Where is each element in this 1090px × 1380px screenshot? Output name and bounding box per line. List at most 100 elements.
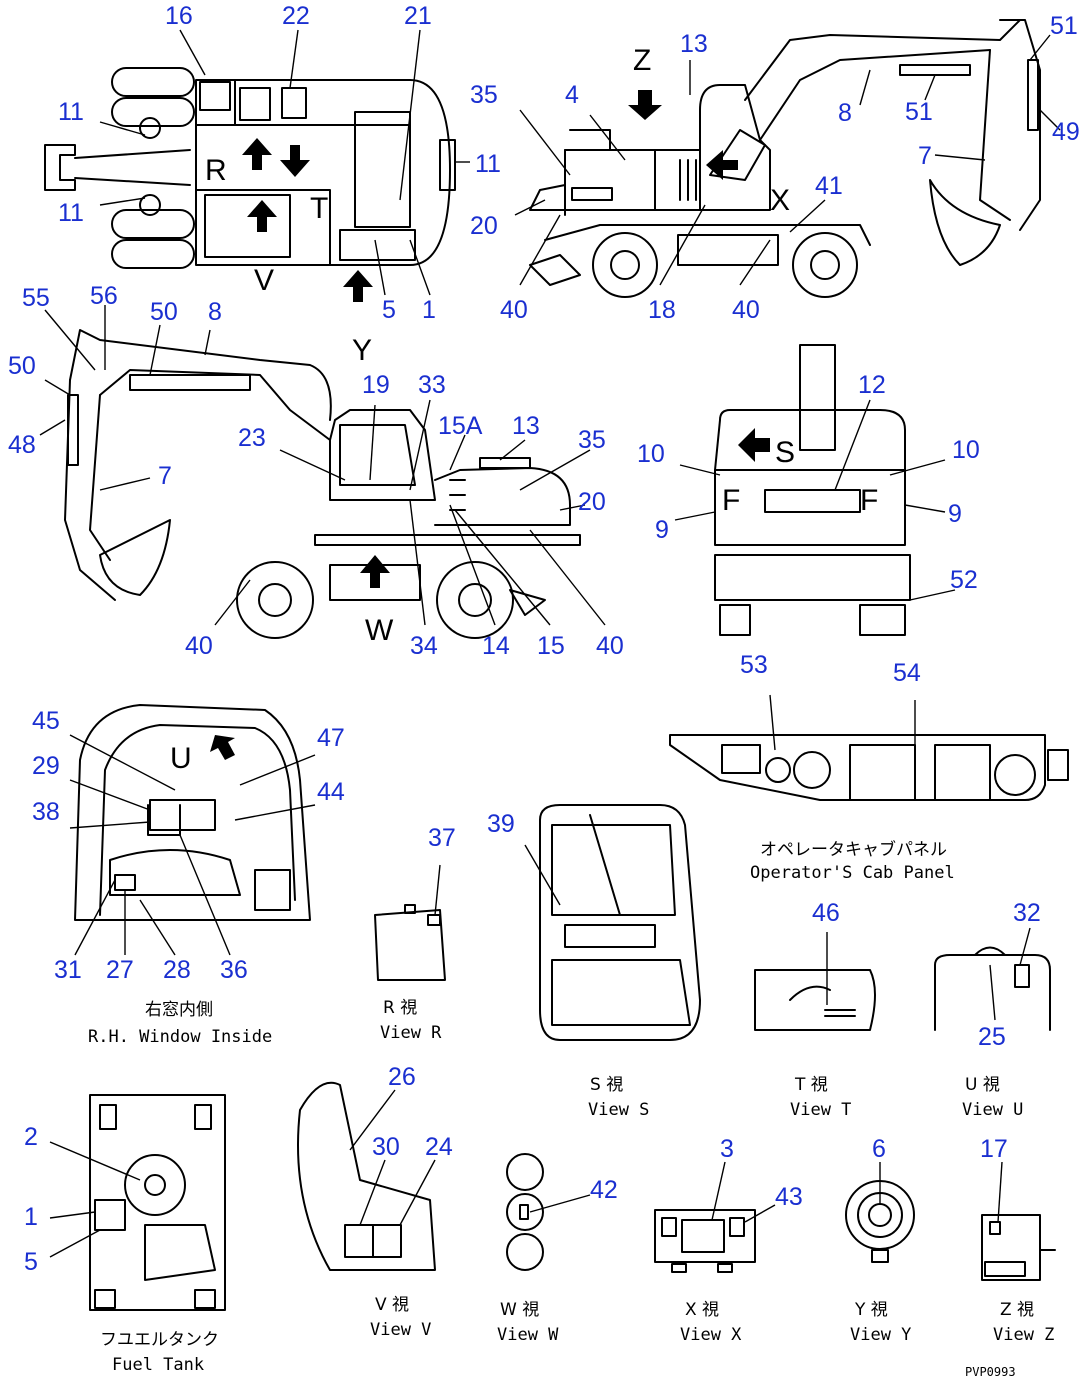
view-t-caption-jp: T 視: [794, 1075, 828, 1095]
callout-label: 38: [32, 798, 60, 826]
left-side-drawing: W: [39, 305, 606, 647]
callout-label: 40: [732, 296, 760, 324]
callout-label: 15: [537, 632, 565, 660]
window-caption-jp: 右窓内側: [145, 1000, 213, 1020]
callout-label: 37: [428, 824, 456, 852]
callouts: 16 22 21 11 11 11 5 1 35 4 13 20 40 18 4…: [8, 2, 1080, 1276]
drawing-code: PVP0993: [965, 1365, 1016, 1379]
callout-label: 41: [815, 172, 843, 200]
callout-label: 28: [163, 956, 191, 984]
view-w-caption-jp: W 視: [500, 1300, 539, 1320]
callout-label: 40: [596, 632, 624, 660]
callout-label: 30: [372, 1133, 400, 1161]
callout-label: 43: [775, 1183, 803, 1211]
fuel-tank-caption-jp: フユエルタンク: [100, 1330, 219, 1350]
callout-label: 55: [22, 284, 50, 312]
rear-view-drawing: S F F: [674, 344, 956, 636]
view-s-caption-en: View S: [588, 1100, 649, 1120]
view-r-caption-en: View R: [380, 1023, 442, 1043]
view-letter-u: U: [170, 742, 192, 775]
view-letter-z: Z: [633, 44, 651, 77]
callout-label: 31: [54, 956, 82, 984]
callout-label: 33: [418, 371, 446, 399]
cab-panel-drawing: オペレータキャブパネル Operator'S Cab Panel: [669, 694, 1069, 883]
callout-label: 50: [8, 352, 36, 380]
callout-label: 27: [106, 956, 134, 984]
callout-label: 8: [208, 298, 222, 326]
view-x-caption-en: View X: [680, 1325, 742, 1345]
callout-label: 40: [500, 296, 528, 324]
callout-label: 13: [512, 412, 540, 440]
view-v-caption-jp: V 視: [375, 1295, 409, 1315]
callout-label: 35: [578, 426, 606, 454]
callout-label: 50: [150, 298, 178, 326]
view-v-caption-en: View V: [370, 1320, 431, 1340]
view-y-caption-jp: Y 視: [854, 1300, 888, 1320]
callout-label: 9: [948, 500, 962, 528]
view-letter-f-right: F: [860, 484, 878, 517]
callout-label: 5: [24, 1248, 38, 1276]
view-letter-s: S: [775, 436, 795, 469]
fuel-tank-drawing: フユエルタンク Fuel Tank: [49, 1094, 226, 1375]
callout-label: 17: [980, 1135, 1008, 1163]
callout-label: 13: [680, 30, 708, 58]
callout-label: 36: [220, 956, 248, 984]
view-letter-w: W: [365, 614, 394, 647]
callout-label: 10: [637, 440, 665, 468]
callout-label: 1: [24, 1203, 38, 1231]
callout-label: 48: [8, 431, 36, 459]
callout-label: 7: [918, 142, 932, 170]
view-letter-v: V: [254, 264, 274, 297]
cab-panel-caption-en: Operator'S Cab Panel: [750, 863, 955, 883]
callout-label: 26: [388, 1063, 416, 1091]
view-letter-r: R: [205, 154, 227, 187]
callout-label: 51: [1050, 12, 1078, 40]
callout-label: 53: [740, 651, 768, 679]
callout-label: 25: [978, 1023, 1006, 1051]
callout-label: 32: [1013, 899, 1041, 927]
callout-label: 54: [893, 659, 921, 687]
view-r-drawing: R 視 View R: [374, 864, 446, 1043]
callout-label: 51: [905, 98, 933, 126]
callout-label: 14: [482, 632, 510, 660]
view-letter-t: T: [310, 192, 328, 225]
window-caption-en: R.H. Window Inside: [88, 1027, 272, 1047]
view-s-caption-jp: S 視: [590, 1075, 623, 1095]
callout-label: 24: [425, 1133, 453, 1161]
callout-label: 9: [655, 516, 669, 544]
callout-label: 1: [422, 296, 436, 324]
view-letter-x: X: [770, 184, 790, 217]
callout-label: 16: [165, 2, 193, 30]
view-s-drawing: S 視 View S: [524, 804, 701, 1120]
callout-label: 18: [648, 296, 676, 324]
callout-label: 11: [58, 199, 84, 227]
callout-label: 3: [720, 1135, 734, 1163]
callout-label: 45: [32, 707, 60, 735]
view-w-caption-en: View W: [497, 1325, 559, 1345]
callout-label: 10: [952, 436, 980, 464]
callout-label: 49: [1052, 118, 1080, 146]
view-u-caption-jp: U 視: [965, 1075, 1000, 1095]
view-t-drawing: T 視 View T: [754, 932, 876, 1120]
callout-label: 7: [158, 462, 172, 490]
view-x-drawing: X 視 View X: [654, 1161, 776, 1345]
callout-label: 56: [90, 282, 118, 310]
view-z-caption-jp: Z 視: [1000, 1300, 1034, 1320]
callout-label: 2: [24, 1123, 38, 1151]
view-x-caption-jp: X 視: [685, 1300, 719, 1320]
cab-panel-caption-jp: オペレータキャブパネル: [760, 839, 947, 860]
callout-label: 35: [470, 81, 498, 109]
callout-label: 8: [838, 99, 852, 127]
callout-label: 19: [362, 371, 390, 399]
view-z-caption-en: View Z: [993, 1325, 1054, 1345]
view-y-drawing: Y 視 View Y: [845, 1162, 915, 1345]
callout-label: 11: [475, 150, 501, 178]
callout-label: 23: [238, 424, 266, 452]
view-z-drawing: Z 視 View Z: [981, 1161, 1056, 1345]
arm-right-drawing: [859, 19, 1061, 266]
top-view-drawing: R T V Y: [44, 29, 470, 367]
view-t-caption-en: View T: [790, 1100, 851, 1120]
callout-label: 12: [858, 371, 886, 399]
window-inside-drawing: U 右窓内側 R.H. Window Inside: [69, 704, 316, 1047]
side-view-drawing: Z X: [514, 19, 1021, 298]
